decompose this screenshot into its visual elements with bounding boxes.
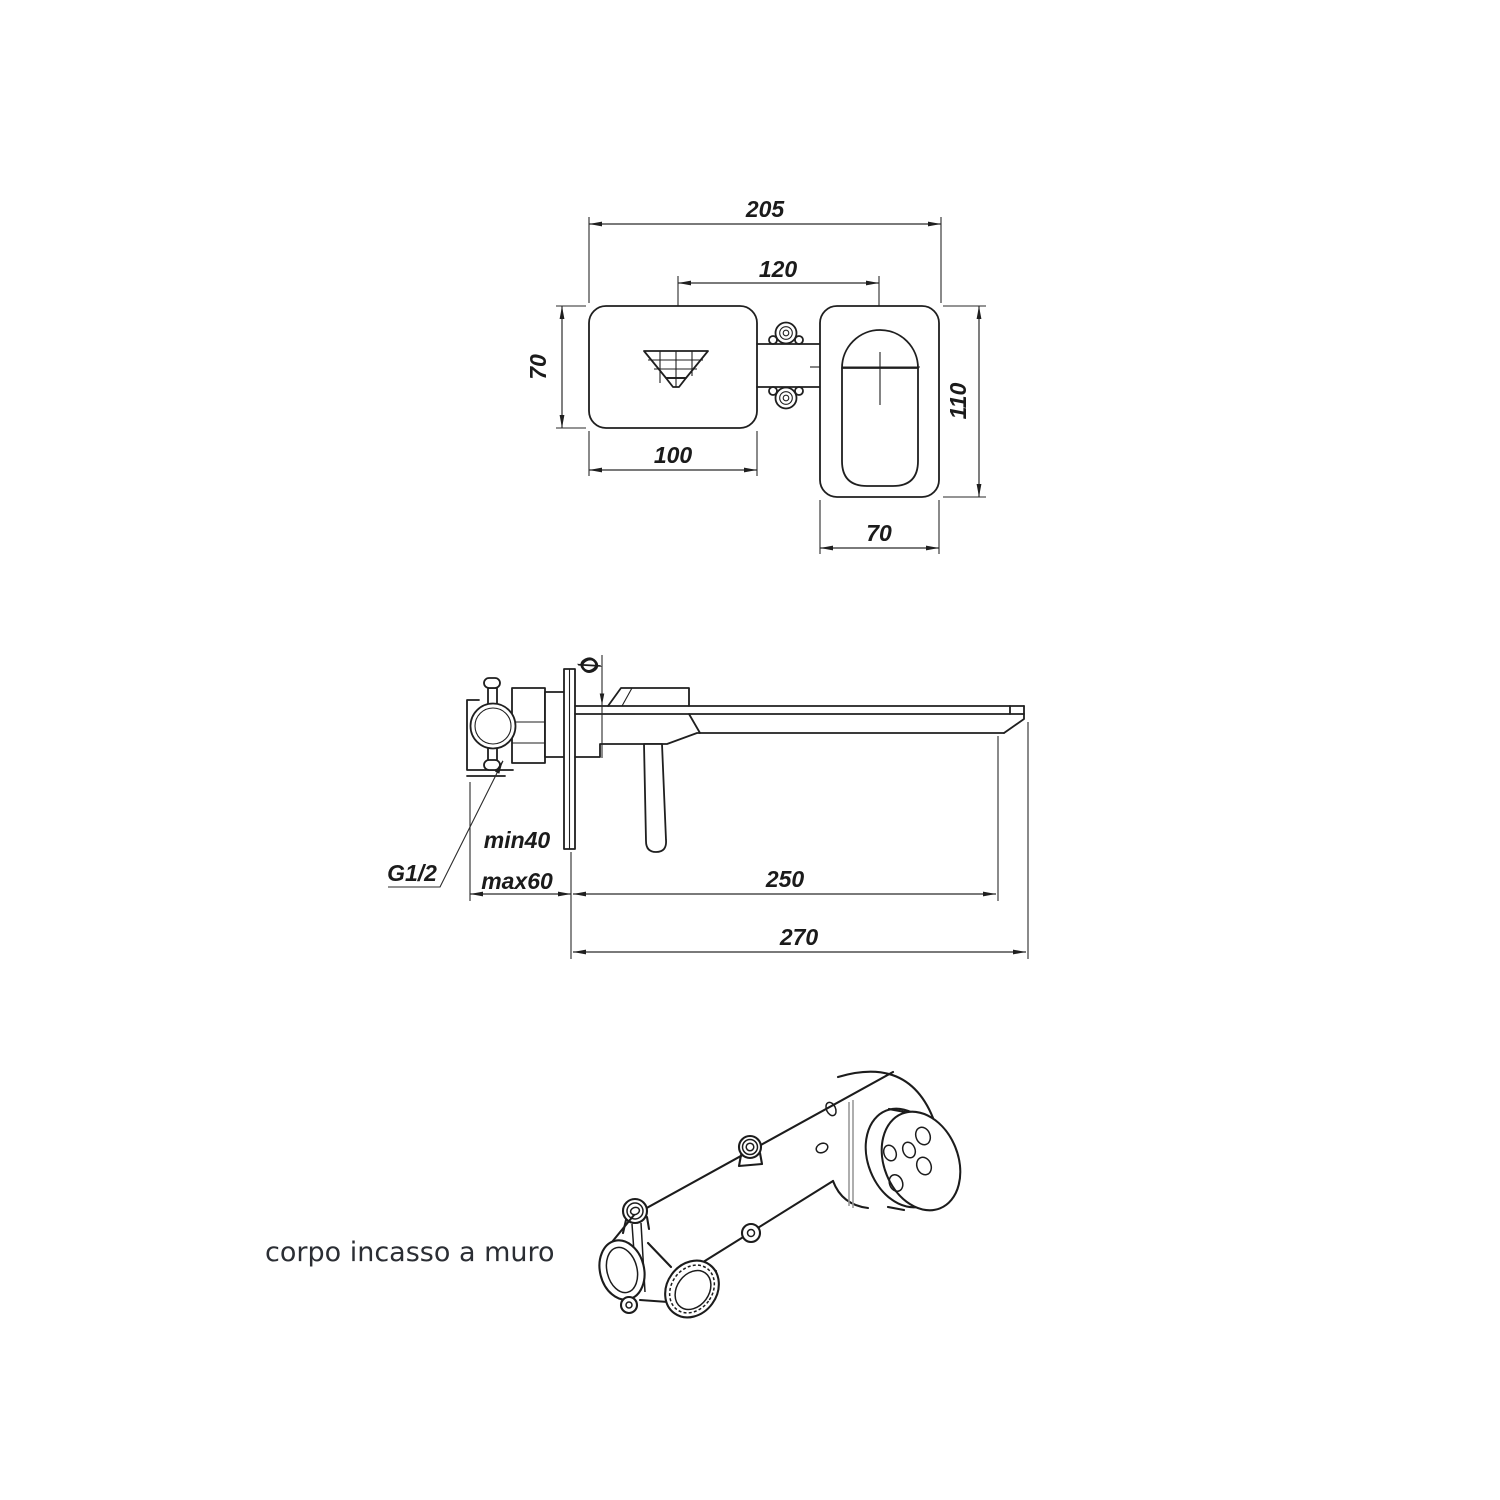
dim-spout-plate-height: 70 [525,354,551,380]
iso-outlet-cylinder [646,1241,720,1319]
handle-top-view [841,329,920,487]
dim-min-depth: min40 [484,827,551,853]
wall-plate-side [563,668,576,850]
iso-slot-mid [815,1142,829,1154]
iso-slot-top [825,1101,837,1117]
isometric-view: corpo incasso a muro [265,1070,962,1319]
iso-main-tube [632,1070,895,1266]
thread-callout: G1/2 [387,760,504,888]
spout-plate-outline [588,305,758,429]
mounting-lug-top [768,321,804,345]
iso-caption: corpo incasso a muro [265,1237,555,1268]
iso-tab-bottom [740,1222,762,1244]
spout-side-view [574,705,1025,758]
side-view: Ø G1/2 min40 max60 [387,650,1029,959]
spout-aerator [643,350,709,388]
mounting-bars [756,343,821,388]
iso-valve-housing [831,1070,962,1212]
in-wall-valve-body [466,677,566,777]
top-view-dimension-lines [559,221,982,551]
thread-label: G1/2 [387,860,437,886]
iso-tab-left [621,1197,651,1295]
dim-overall-width: 205 [745,196,786,222]
lever-handle-side [643,743,667,853]
top-view: 205 120 70 100 110 70 [525,196,986,554]
dim-spout-plate-width: 100 [654,442,693,468]
dim-spout-projection: 250 [765,866,805,892]
dim-centers-distance: 120 [759,256,798,282]
dim-handle-plate-height: 110 [945,382,971,419]
dim-total-projection: 270 [779,924,819,950]
diameter-callout: Ø [573,650,606,758]
cartridge-housing [607,687,690,707]
side-view-dimension-lines [470,891,1026,955]
dim-max-depth: max60 [481,868,553,894]
side-view-extension-lines [469,722,1029,959]
iso-tab-middle [737,1134,764,1168]
dim-handle-plate-width: 70 [866,520,892,546]
mounting-lug-bottom [768,386,804,410]
diameter-symbol: Ø [573,650,605,681]
iso-inlet-cylinder [598,1213,670,1315]
